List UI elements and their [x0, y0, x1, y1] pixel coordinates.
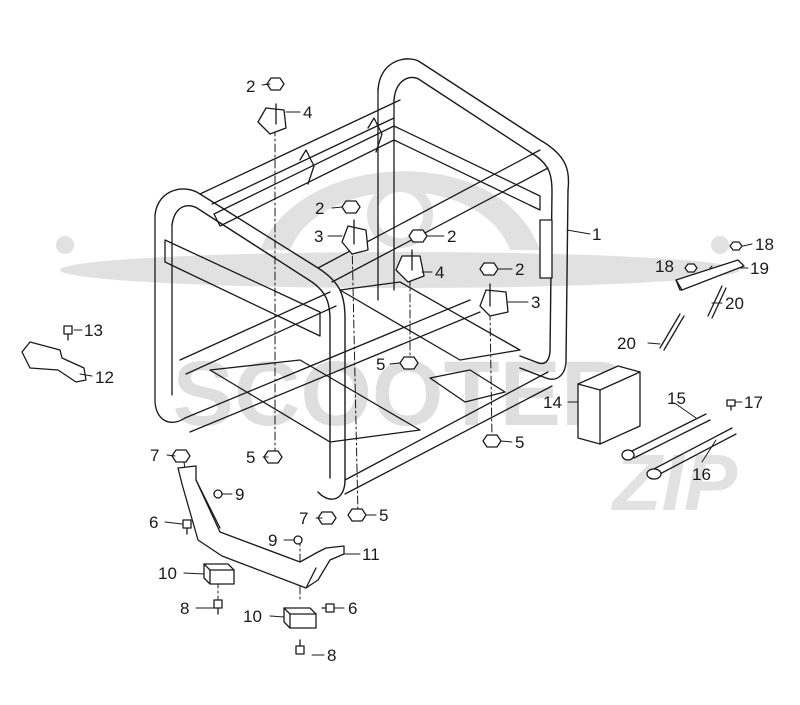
leader-lines: [73, 83, 753, 656]
rubber-feet: [203, 563, 317, 629]
callout-20: 20: [617, 334, 636, 353]
engine-mount-top-left: [257, 103, 287, 135]
callout-3: 3: [314, 227, 323, 246]
callout-17: 17: [744, 393, 763, 412]
callout-labels: 1 2 2 2 2 3 3 4 4 5 5 5 5 6 6 7 7 8 8 9 …: [84, 77, 774, 665]
battery-cables: [621, 399, 737, 480]
callout-6: 6: [149, 513, 158, 532]
callout-11: 11: [362, 545, 380, 564]
callout-2: 2: [447, 227, 456, 246]
callout-18: 18: [655, 257, 674, 276]
callout-13: 13: [84, 321, 103, 340]
callout-5: 5: [246, 448, 255, 467]
callout-2: 2: [515, 260, 524, 279]
callout-14: 14: [543, 393, 562, 412]
watermark-brand: SCOOTER: [173, 343, 628, 445]
callout-20: 20: [725, 294, 744, 313]
callout-8: 8: [180, 599, 189, 618]
callout-5: 5: [376, 355, 385, 374]
callout-10: 10: [243, 607, 262, 626]
callout-6: 6: [348, 599, 357, 618]
callout-15: 15: [667, 389, 686, 408]
callout-12: 12: [95, 368, 114, 387]
callout-5: 5: [515, 433, 524, 452]
callout-4: 4: [435, 263, 444, 282]
handle-bracket: [21, 325, 87, 383]
battery-holder: [659, 241, 745, 351]
callout-9: 9: [235, 485, 244, 504]
assembly-lines: [183, 127, 493, 601]
callout-4: 4: [303, 103, 312, 122]
callout-3: 3: [531, 293, 540, 312]
engine-mount-right: [479, 283, 509, 317]
callout-16: 16: [692, 465, 711, 484]
callout-7: 7: [299, 509, 308, 528]
callout-19: 19: [750, 259, 769, 278]
callout-7: 7: [150, 446, 159, 465]
base-bracket: [177, 465, 345, 589]
callout-18: 18: [755, 235, 774, 254]
watermark: SCOOTER ZIP: [56, 171, 740, 527]
callout-5: 5: [379, 506, 388, 525]
callout-8: 8: [327, 646, 336, 665]
callout-10: 10: [158, 564, 177, 583]
callout-2: 2: [246, 77, 255, 96]
battery: [577, 365, 641, 445]
engine-mount-center-right: [395, 249, 425, 283]
callout-9: 9: [268, 531, 277, 550]
callout-2: 2: [315, 199, 324, 218]
frame-tube: [154, 58, 570, 500]
callout-1: 1: [592, 225, 601, 244]
engine-mount-center-left: [341, 219, 369, 255]
